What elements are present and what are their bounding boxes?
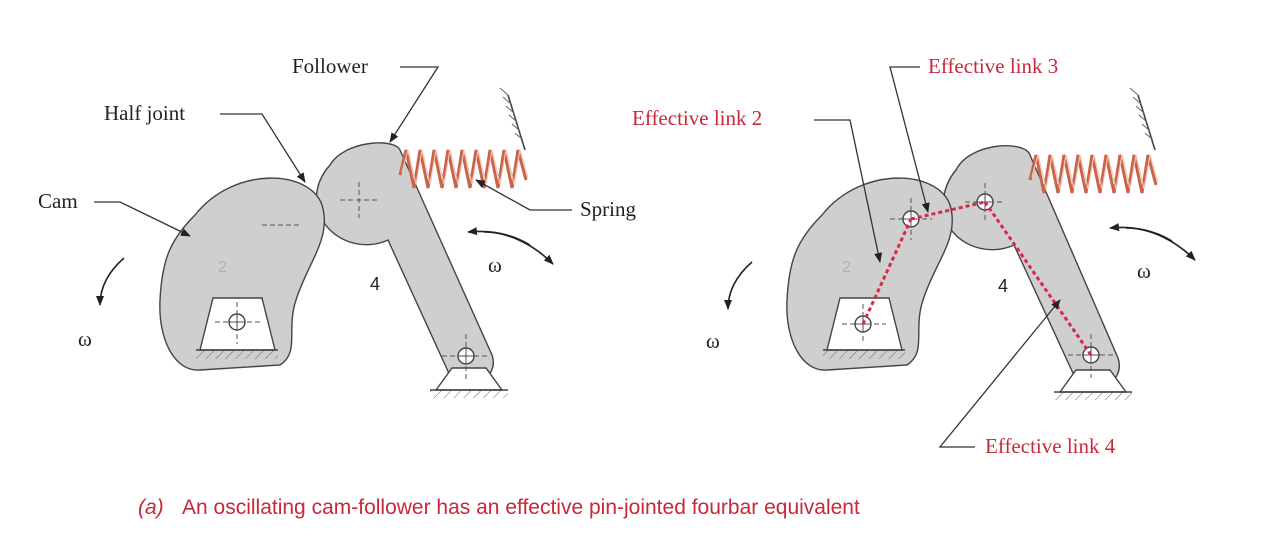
follower-label: Follower: [292, 54, 368, 78]
follower-link-number-right: 4: [998, 276, 1008, 296]
figure-caption: (a) An oscillating cam-follower has an e…: [138, 496, 860, 519]
left-figure: 2 Follower Half joint Cam Spring 4 ω ω: [38, 54, 637, 398]
right-figure: 2 Effective link 3 Effective link 2 Effe…: [632, 54, 1196, 458]
follower-pivot-right: [1054, 334, 1132, 400]
effective-link-4-label: Effective link 4: [985, 434, 1116, 458]
omega-cam-left: ω: [78, 327, 92, 351]
follower-link-number-left: 4: [370, 274, 380, 294]
cam-pivot-left: [196, 297, 278, 359]
effective-link-3-line: [910, 200, 986, 221]
omega-follower-left: ω: [488, 253, 502, 277]
spring-left: [398, 87, 529, 189]
spring-right: [1028, 87, 1159, 194]
effective-link-2-label: Effective link 2: [632, 106, 762, 130]
caption-prefix: (a): [138, 496, 164, 519]
effective-link-3-label: Effective link 3: [928, 54, 1058, 78]
omega-cam-right: ω: [706, 329, 720, 353]
cam-link-number-left: 2: [218, 259, 227, 276]
effective-link-4-line: [983, 201, 1093, 356]
follower-pivot-left: [430, 334, 508, 398]
spring-label: Spring: [580, 197, 637, 221]
half-joint-label: Half joint: [104, 101, 185, 125]
cam-link-number-right: 2: [842, 259, 851, 276]
cam-left: 2: [159, 177, 326, 371]
omega-follower-right: ω: [1137, 259, 1151, 283]
effective-link-2-line: [861, 218, 913, 325]
caption-text: An oscillating cam-follower has an effec…: [182, 496, 860, 519]
cam-label: Cam: [38, 189, 78, 213]
